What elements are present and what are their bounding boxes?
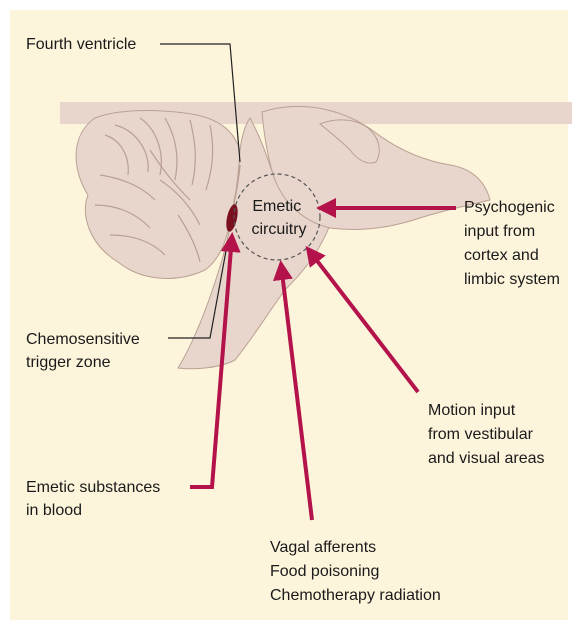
fourth-ventricle-label: Fourth ventricle: [26, 36, 136, 53]
